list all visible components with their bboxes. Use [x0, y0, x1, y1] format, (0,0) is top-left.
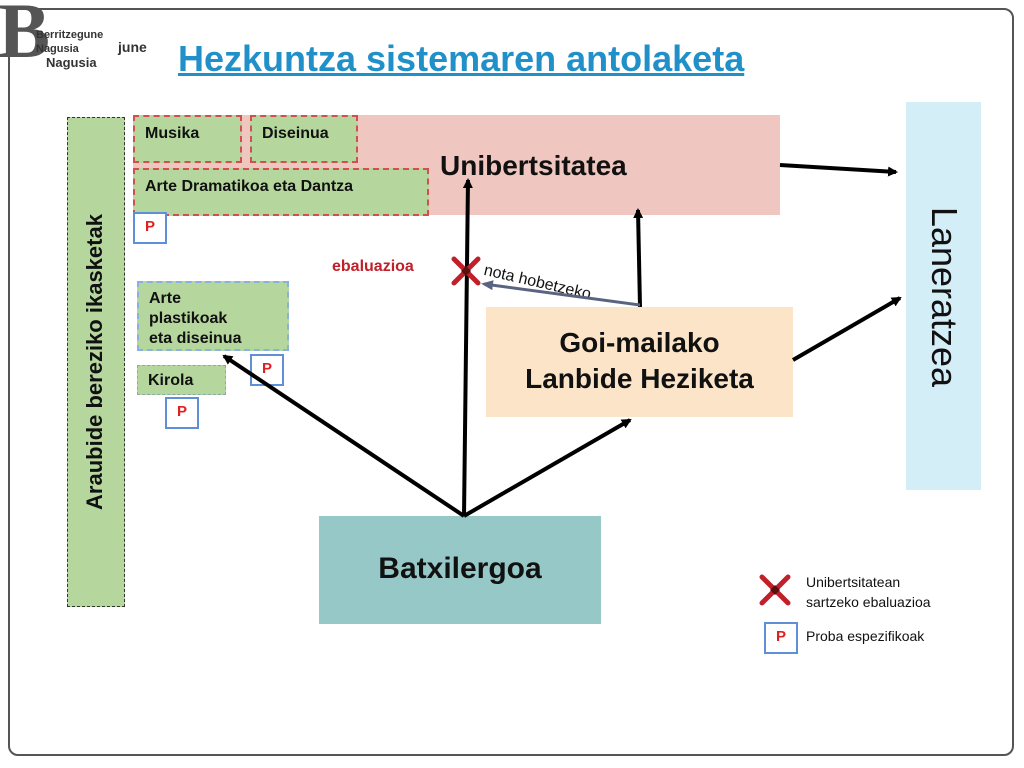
goi-mailako-line-2: Lanbide Heziketa	[525, 363, 754, 394]
arte-plastikoak-line-3: eta diseinua	[149, 330, 242, 347]
logo-b-letter: B	[0, 0, 51, 74]
page-title: Hezkuntza sistemaren antolaketa	[178, 38, 745, 79]
arte-dramatikoa-box: Arte Dramatikoa eta Dantza	[133, 168, 429, 216]
arte-plastikoak-box: Arte plastikoak eta diseinua	[137, 281, 289, 351]
unibertsitatea-label: Unibertsitatea	[440, 150, 627, 181]
batxilergoa-box: Batxilergoa	[319, 516, 601, 624]
goi-mailako-box: Goi-mailako Lanbide Heziketa	[486, 307, 793, 417]
araubide-bereziko-box	[67, 117, 125, 607]
legend-x-label-line-1: Unibertsitatean	[806, 574, 901, 590]
legend-p-label: Proba espezifikoak	[806, 628, 925, 644]
arte-plastikoak-line-2: plastikoak	[149, 310, 228, 327]
logo-text-4: june	[118, 39, 147, 55]
goi-mailako-line-1: Goi-mailako	[559, 327, 720, 358]
arte-plastikoak-line-1: Arte	[149, 290, 182, 307]
musika-box: Musika	[133, 115, 242, 163]
proba-espezifikoa-badge: P	[250, 354, 284, 386]
legend-x-label-line-2: sartzeko ebaluazioa	[806, 594, 931, 610]
kirola-box: Kirola	[137, 365, 226, 395]
logo-text-3: Nagusia	[46, 55, 97, 70]
araubide-bereziko-label: Araubide bereziko ikasketak	[82, 214, 107, 510]
slide-frame	[8, 8, 1014, 756]
diseinua-box: Diseinua	[250, 115, 358, 163]
proba-espezifikoa-badge: P	[165, 397, 199, 429]
laneratzea-label: Laneratzea	[924, 206, 965, 388]
laneratzea-box	[906, 102, 981, 490]
ebaluazioa-label: ebaluazioa	[332, 258, 414, 275]
logo-text-1: Berritzegune	[36, 29, 104, 41]
legend-p-icon: P	[764, 622, 798, 654]
legend-x-label: Unibertsitatean sartzeko ebaluazioa	[806, 572, 931, 612]
logo-text-2: Nagusia	[36, 43, 79, 55]
berritzegune-logo: B Berritzegune Nagusia Nagusia june	[0, 0, 150, 78]
proba-espezifikoa-badge: P	[133, 212, 167, 244]
